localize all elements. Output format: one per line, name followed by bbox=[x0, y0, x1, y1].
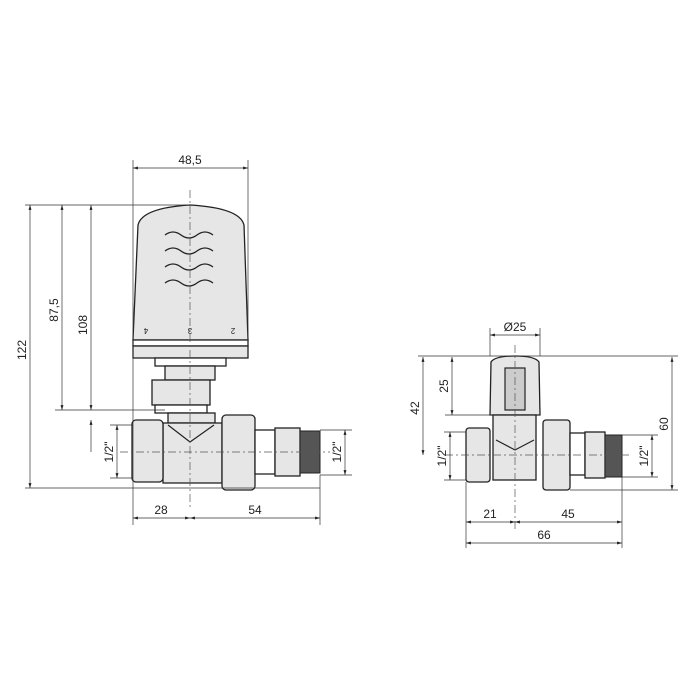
dim-d25: Ø25 bbox=[504, 320, 527, 334]
dim-thread-left: 1/2" bbox=[102, 442, 116, 463]
dim-thread-right: 1/2" bbox=[330, 442, 344, 463]
dim-60: 60 bbox=[657, 417, 671, 431]
dim-45: 45 bbox=[561, 507, 575, 521]
scale-mark-4: 4 bbox=[143, 326, 148, 335]
dim-108: 108 bbox=[76, 315, 90, 335]
manual-valve-drawing: Ø25 25 42 60 1/2" 1/2" 21 45 66 bbox=[408, 320, 678, 548]
dim-42: 42 bbox=[408, 401, 422, 415]
wave-icon bbox=[164, 231, 214, 287]
dim-thread-left-r: 1/2" bbox=[435, 446, 449, 467]
dim-thread-right-r: 1/2" bbox=[637, 446, 651, 467]
thermostatic-valve-drawing: 4 3 2 48,5 122 87,5 108 1/2" 1/2" 28 54 bbox=[15, 153, 352, 525]
valve-body bbox=[162, 422, 223, 484]
thermo-head bbox=[132, 204, 249, 341]
right-nut bbox=[221, 414, 256, 491]
dim-48-5: 48,5 bbox=[178, 153, 202, 167]
scale-mark-2: 2 bbox=[230, 326, 235, 335]
dim-122: 122 bbox=[15, 340, 29, 360]
left-nut bbox=[131, 419, 164, 483]
dim-54: 54 bbox=[248, 503, 262, 517]
dim-87-5: 87,5 bbox=[47, 298, 61, 322]
dim-25: 25 bbox=[437, 379, 451, 393]
dim-28: 28 bbox=[154, 503, 168, 517]
dim-66: 66 bbox=[537, 528, 551, 542]
dim-21: 21 bbox=[483, 507, 497, 521]
